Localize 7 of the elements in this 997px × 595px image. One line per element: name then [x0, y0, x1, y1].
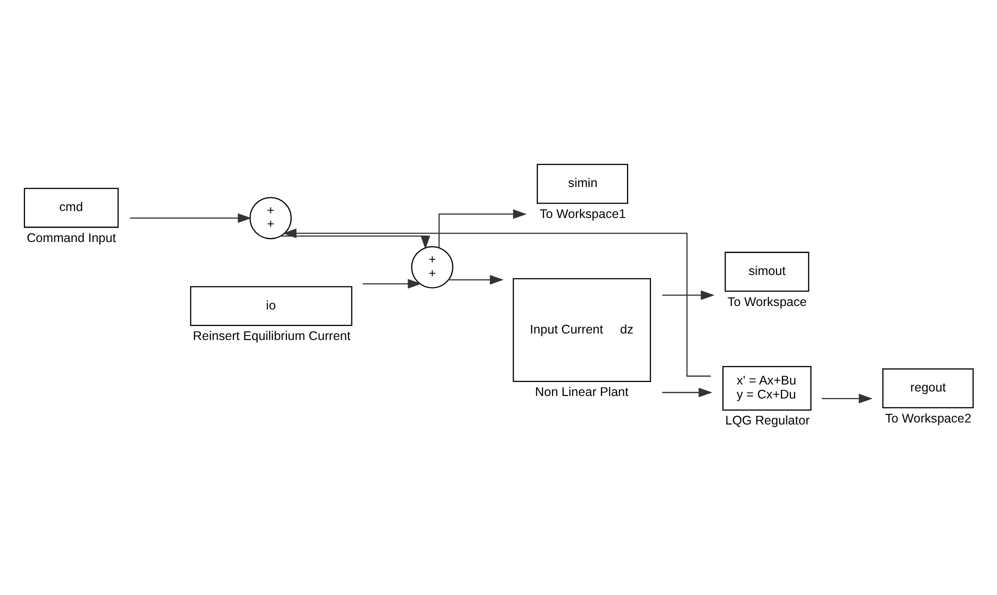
- node-label: LQG Regulator: [725, 414, 810, 428]
- node-label: Non Linear Plant: [535, 385, 629, 400]
- node-label: To Workspace1: [540, 206, 626, 221]
- node-label: To Workspace: [728, 294, 807, 309]
- node-label: Command Input: [26, 230, 116, 245]
- node-label: To Workspace2: [885, 411, 972, 426]
- node-label: Reinsert Equilibrium Current: [192, 329, 351, 344]
